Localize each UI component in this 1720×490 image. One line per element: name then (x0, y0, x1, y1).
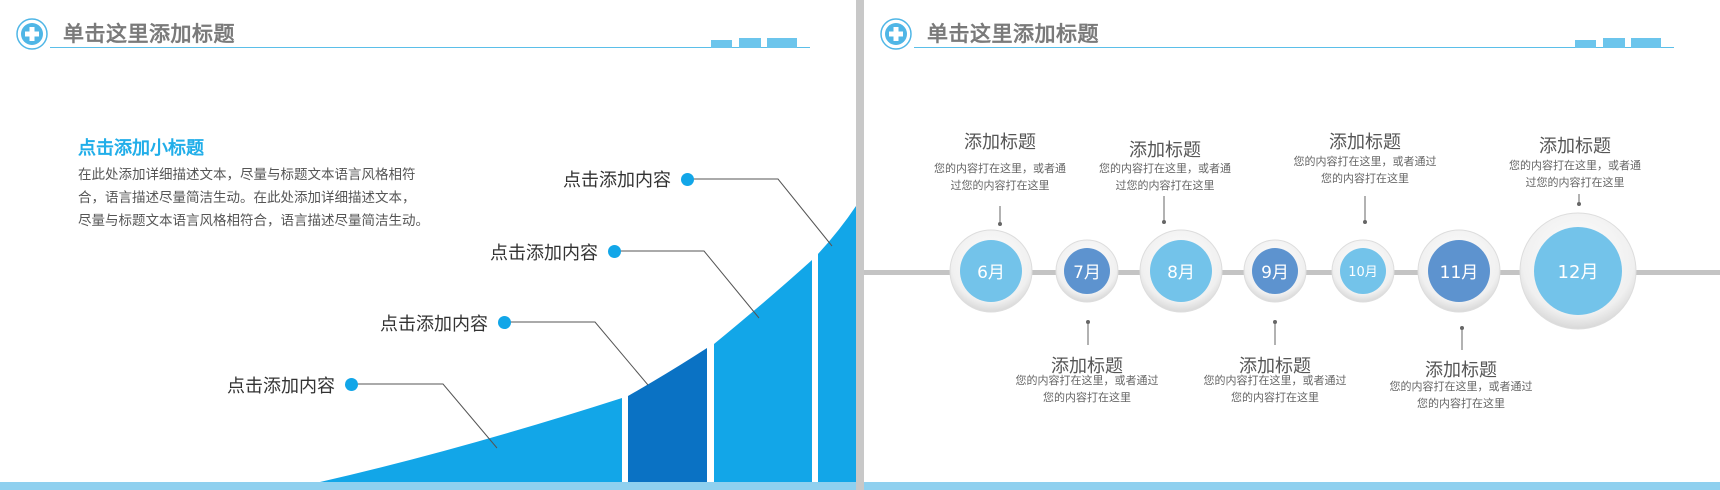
milestone-desc[interactable]: 您的内容打在这里，或者通 (934, 162, 1066, 175)
timeline-graphic: 6月 7月 8月 9月 10月 (864, 194, 1720, 350)
section-subtitle[interactable]: 点击添加小标题 (78, 138, 204, 159)
growth-curve-graphic (320, 178, 856, 482)
page-title[interactable]: 单击这里添加标题 (927, 22, 1099, 46)
header-tab-decoration (1575, 40, 1596, 48)
callout-dot (498, 316, 511, 329)
header-tab-decoration (767, 38, 797, 48)
header-tab-decoration (1631, 38, 1661, 48)
milestone-desc[interactable]: 过您的内容打在这里 (950, 179, 1050, 192)
callout-leader-line (614, 250, 760, 319)
milestone-node-10: 10月 (1331, 239, 1395, 303)
milestone-node-9: 9月 (1243, 239, 1307, 303)
page-title[interactable]: 单击这里添加标题 (63, 22, 235, 46)
body-text-line[interactable]: 尽量与标题文本语言风格相符合，语言描述尽量简洁生动。 (78, 213, 429, 229)
callout-label[interactable]: 点击添加内容 (380, 314, 488, 335)
title-underline (914, 47, 1674, 48)
callout-dot (681, 173, 694, 186)
milestone-desc[interactable]: 您的内容打在这里，或者通过 (1203, 374, 1347, 387)
growth-segment-1 (320, 398, 622, 482)
title-underline (50, 47, 810, 48)
month-label: 6月 (977, 263, 1005, 283)
body-text-line[interactable]: 在此处添加详细描述文本，尽量与标题文本语言风格相符 (78, 167, 416, 183)
month-label: 11月 (1440, 263, 1479, 283)
header-tab-decoration (1603, 38, 1625, 48)
milestone-title[interactable]: 添加标题 (1539, 136, 1611, 157)
plus-badge-icon (880, 18, 912, 50)
growth-segment-3 (714, 260, 812, 482)
slide-growth-chart: 单击这里添加标题 点击添加小标题 在此处添加详细描述文本，尽量与标题文本语言风格… (0, 0, 856, 490)
milestone-node-11: 11月 (1417, 229, 1501, 313)
milestone-node-12: 12月 (1519, 212, 1637, 330)
milestone-title[interactable]: 添加标题 (964, 132, 1036, 153)
body-text-line[interactable]: 合，语言描述尽量简洁生动。在此处添加详细描述文本， (78, 190, 416, 206)
milestone-desc[interactable]: 您的内容打在这里 (1231, 391, 1319, 404)
slide-header: 单击这里添加标题 (0, 0, 856, 60)
plus-badge-icon (16, 18, 48, 50)
milestone-desc[interactable]: 过您的内容打在这里 (1115, 179, 1215, 192)
callout-dot (345, 378, 358, 391)
milestone-desc[interactable]: 您的内容打在这里 (1417, 397, 1505, 410)
callout-label[interactable]: 点击添加内容 (490, 243, 598, 264)
milestone-desc[interactable]: 您的内容打在这里，或者通 (1509, 159, 1641, 172)
month-label: 12月 (1558, 262, 1599, 283)
milestone-title[interactable]: 添加标题 (1129, 140, 1201, 161)
growth-segment-2 (628, 348, 707, 482)
footer-bar (864, 482, 1720, 490)
milestone-desc[interactable]: 您的内容打在这里，或者通过 (1389, 380, 1533, 393)
milestone-node-8: 8月 (1139, 229, 1223, 313)
milestone-title[interactable]: 添加标题 (1425, 360, 1497, 381)
milestone-desc[interactable]: 您的内容打在这里 (1043, 391, 1131, 404)
milestone-desc[interactable]: 您的内容打在这里 (1321, 172, 1409, 185)
callout-leader-line (351, 383, 498, 449)
month-label: 7月 (1073, 263, 1101, 283)
month-label: 10月 (1348, 265, 1378, 280)
milestone-desc[interactable]: 您的内容打在这里，或者通过 (1293, 155, 1437, 168)
footer-bar (0, 482, 856, 490)
callout-leader-line (687, 178, 833, 247)
milestone-desc[interactable]: 您的内容打在这里，或者通过 (1015, 374, 1159, 387)
slide-header: 单击这里添加标题 (864, 0, 1720, 60)
callout-label[interactable]: 点击添加内容 (227, 376, 335, 397)
milestone-node-7: 7月 (1055, 239, 1119, 303)
header-tab-decoration (711, 40, 732, 48)
milestone-desc[interactable]: 您的内容打在这里，或者通 (1099, 162, 1231, 175)
callout-label[interactable]: 点击添加内容 (563, 170, 671, 191)
milestone-desc[interactable]: 过您的内容打在这里 (1525, 176, 1625, 189)
growth-segment-4 (818, 206, 856, 482)
slide-timeline: 单击这里添加标题 (864, 0, 1720, 490)
milestone-title[interactable]: 添加标题 (1051, 356, 1123, 377)
month-label: 9月 (1261, 263, 1289, 283)
header-tab-decoration (739, 38, 761, 48)
milestone-title[interactable]: 添加标题 (1239, 356, 1311, 377)
milestone-node-6: 6月 (949, 229, 1033, 313)
milestone-title[interactable]: 添加标题 (1329, 132, 1401, 153)
month-label: 8月 (1167, 263, 1195, 283)
callout-dot (608, 245, 621, 258)
callout-leader-line (504, 321, 649, 386)
